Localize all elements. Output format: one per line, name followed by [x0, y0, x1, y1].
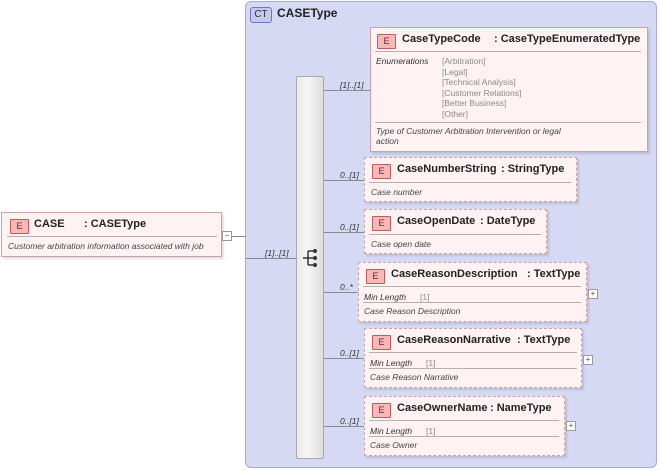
element-badge: E [372, 403, 391, 418]
element-casetypecode[interactable]: E CaseTypeCode : CaseTypeEnumeratedType … [370, 27, 648, 152]
root-element-name: CASE [34, 218, 65, 230]
element-name: CaseOpenDate [397, 215, 476, 227]
element-name: CaseReasonDescription [391, 268, 518, 280]
element-name: CaseNumberString [397, 163, 497, 175]
facet-key: Min Length [370, 426, 413, 436]
element-badge: E [372, 164, 391, 179]
connector-root [222, 236, 246, 237]
element-name: CaseReasonNarrative [397, 334, 511, 346]
enum-value: [Technical Analysis] [442, 77, 516, 87]
element-description: Case open date [371, 239, 432, 249]
element-description: Case Reason Narrative [370, 372, 459, 382]
plus-icon[interactable]: + [588, 289, 598, 299]
element-caseownername[interactable]: E CaseOwnerName : NameType Min Length [1… [364, 396, 565, 456]
cardinality-casereasonnarrative: 0..[1] [340, 348, 359, 358]
root-element-type: : CASEType [84, 218, 147, 230]
element-type: : CaseTypeEnumeratedType [494, 33, 641, 45]
cardinality-caseownername: 0..[1] [340, 416, 359, 426]
element-description: Case Owner [370, 440, 418, 450]
connector-row-5 [324, 358, 364, 359]
element-type: : StringType [501, 163, 565, 175]
element-badge: E [366, 269, 385, 284]
element-name: CaseTypeCode [402, 33, 481, 45]
enum-value: [Other] [442, 108, 468, 119]
connector-row-3 [324, 232, 364, 233]
facet-key: Enumerations [376, 56, 429, 66]
root-cardinality: [1]..[1] [265, 248, 289, 258]
element-description: Type of Customer Arbitration Interventio… [376, 126, 561, 136]
element-type: : DateType [480, 215, 536, 227]
complex-type-title: CASEType [277, 6, 338, 20]
complex-type-badge: CT [250, 7, 272, 23]
element-casereasonnarrative[interactable]: E CaseReasonNarrative : TextType Min Len… [364, 328, 582, 388]
element-type: : TextType [527, 268, 581, 280]
element-casenumberstring[interactable]: E CaseNumberString : StringType Case num… [364, 157, 577, 202]
element-badge: E [372, 216, 391, 231]
element-casereasondescription[interactable]: E CaseReasonDescription : TextType Min L… [358, 262, 587, 322]
cardinality-caseopendate: 0..[1] [340, 222, 359, 232]
element-name: CaseOwnerName [397, 402, 488, 414]
element-caseopendate[interactable]: E CaseOpenDate : DateType Case open date [364, 209, 547, 254]
connector-to-sequence [246, 258, 296, 259]
connector-row-6 [324, 426, 364, 427]
enum-value: [Arbitration] [442, 56, 486, 66]
enum-value: [Legal] [442, 66, 468, 77]
element-description: Case Reason Description [364, 306, 461, 316]
root-element-description: Customer arbitration information associa… [8, 241, 204, 251]
element-description: action [376, 136, 399, 146]
minus-icon[interactable]: − [222, 231, 232, 241]
element-badge: E [377, 34, 396, 49]
connector-row-2 [324, 180, 364, 181]
facet-value: [1] [426, 426, 436, 436]
facet-key: Min Length [364, 292, 407, 302]
element-description: Case number [371, 187, 423, 197]
cardinality-casenumberstring: 0..[1] [340, 170, 359, 180]
plus-icon[interactable]: + [566, 421, 576, 431]
plus-icon[interactable]: + [583, 355, 593, 365]
cardinality-casetypecode: [1]..[1] [340, 80, 364, 90]
facet-value: [1] [426, 358, 436, 368]
connector-row-4 [324, 292, 358, 293]
element-badge: E [372, 335, 391, 350]
connector-row-1 [324, 90, 370, 91]
enum-value: [Customer Relations] [442, 87, 522, 98]
cardinality-casereasondescription: 0..* [340, 282, 353, 292]
element-type: : TextType [517, 334, 571, 346]
sequence-compositor[interactable] [296, 76, 324, 459]
element-type: : NameType [490, 402, 552, 414]
sequence-icon [303, 249, 317, 267]
element-badge: E [10, 219, 29, 234]
facet-value: [1] [420, 292, 430, 302]
facet-key: Min Length [370, 358, 413, 368]
enum-value: [Better Business] [442, 98, 507, 108]
root-element-box[interactable]: E CASE : CASEType Customer arbitration i… [1, 212, 222, 257]
